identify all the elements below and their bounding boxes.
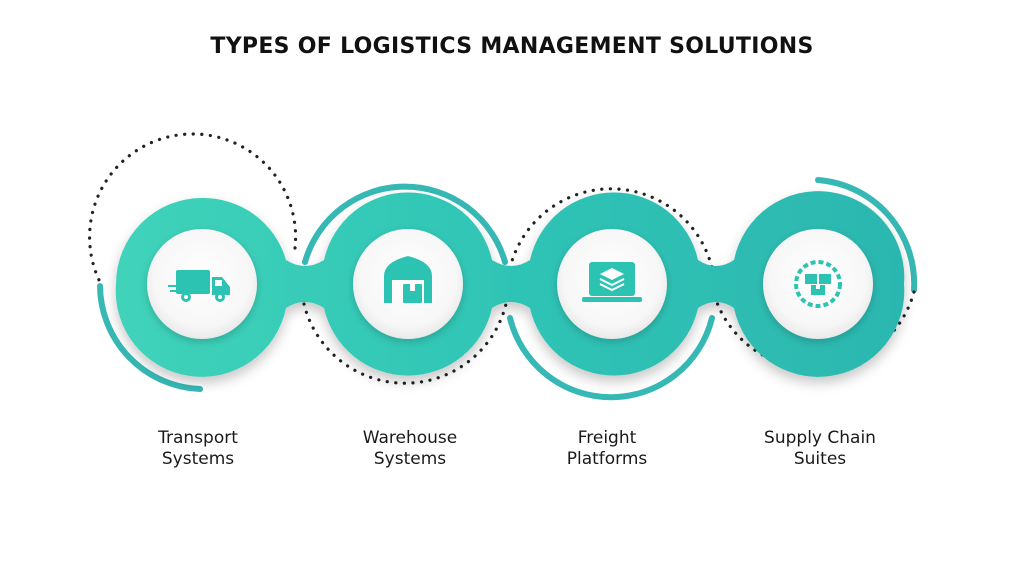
ring-2 bbox=[302, 183, 508, 385]
step-4-circle bbox=[763, 229, 873, 339]
step-label-line2: Systems bbox=[161, 449, 235, 469]
diagram-title: TYPES OF LOGISTICS MANAGEMENT SOLUTIONS bbox=[210, 34, 814, 59]
step-label-line1: Freight bbox=[577, 428, 637, 448]
ring-3 bbox=[507, 187, 715, 401]
step-label-warehouse: Warehouse Systems bbox=[325, 428, 495, 470]
step-label-line1: Transport bbox=[158, 428, 238, 448]
ring-1 bbox=[87, 132, 298, 392]
step-label-line2: Systems bbox=[373, 449, 447, 469]
layers-laptop-icon bbox=[582, 262, 642, 302]
step-label-freight: Freight Platforms bbox=[522, 428, 692, 470]
chain-boxes-icon bbox=[794, 260, 842, 308]
step-label-line1: Supply Chain bbox=[764, 428, 876, 448]
teal-band bbox=[115, 191, 905, 377]
step-label-supply-chain: Supply Chain Suites bbox=[735, 428, 905, 470]
step-label-transport: Transport Systems bbox=[113, 428, 283, 470]
truck-icon bbox=[168, 270, 230, 302]
warehouse-icon bbox=[384, 256, 432, 303]
step-label-line1: Warehouse bbox=[362, 428, 458, 448]
ring-4 bbox=[714, 177, 918, 371]
step-label-line2: Platforms bbox=[566, 449, 648, 469]
step-label-line2: Suites bbox=[793, 449, 847, 469]
